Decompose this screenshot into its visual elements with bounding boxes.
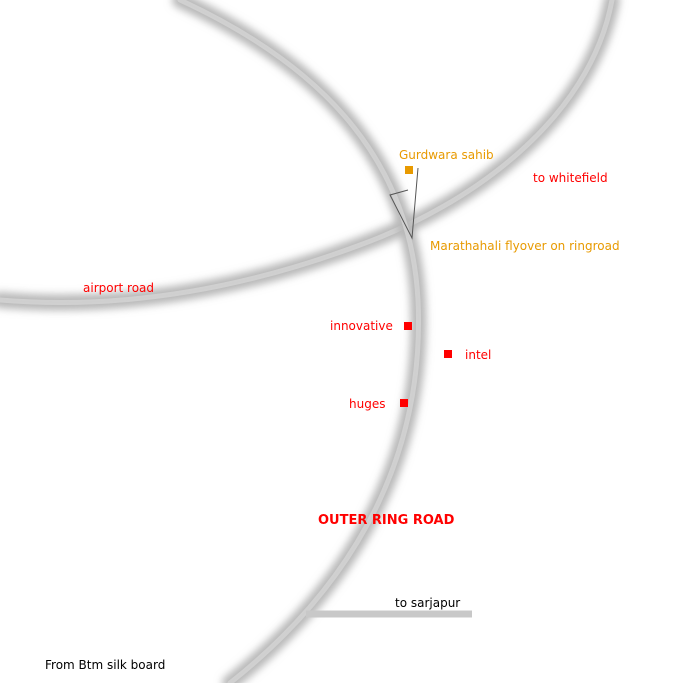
label-from-btm-silk-board: From Btm silk board (45, 658, 166, 672)
label-to-whitefield: to whitefield (533, 171, 608, 185)
label-airport-road: airport road (83, 281, 155, 295)
label-outer-ring-road: OUTER RING ROAD (318, 513, 455, 528)
gurdwara-pointer (389, 167, 419, 240)
road-outer-ring (172, 0, 427, 683)
marker-huges (400, 399, 408, 407)
label-huges: huges (349, 397, 386, 411)
label-innovative: innovative (330, 319, 393, 333)
label-marathahali-flyover: Marathahali flyover on ringroad (430, 239, 620, 253)
label-to-sarjapur: to sarjapur (395, 596, 461, 610)
marker-innovative (404, 322, 412, 330)
label-gurdwara: Gurdwara sahib (399, 148, 494, 162)
label-intel: intel (465, 348, 492, 362)
marker-intel (444, 350, 452, 358)
marker-gurdwara (405, 166, 413, 174)
